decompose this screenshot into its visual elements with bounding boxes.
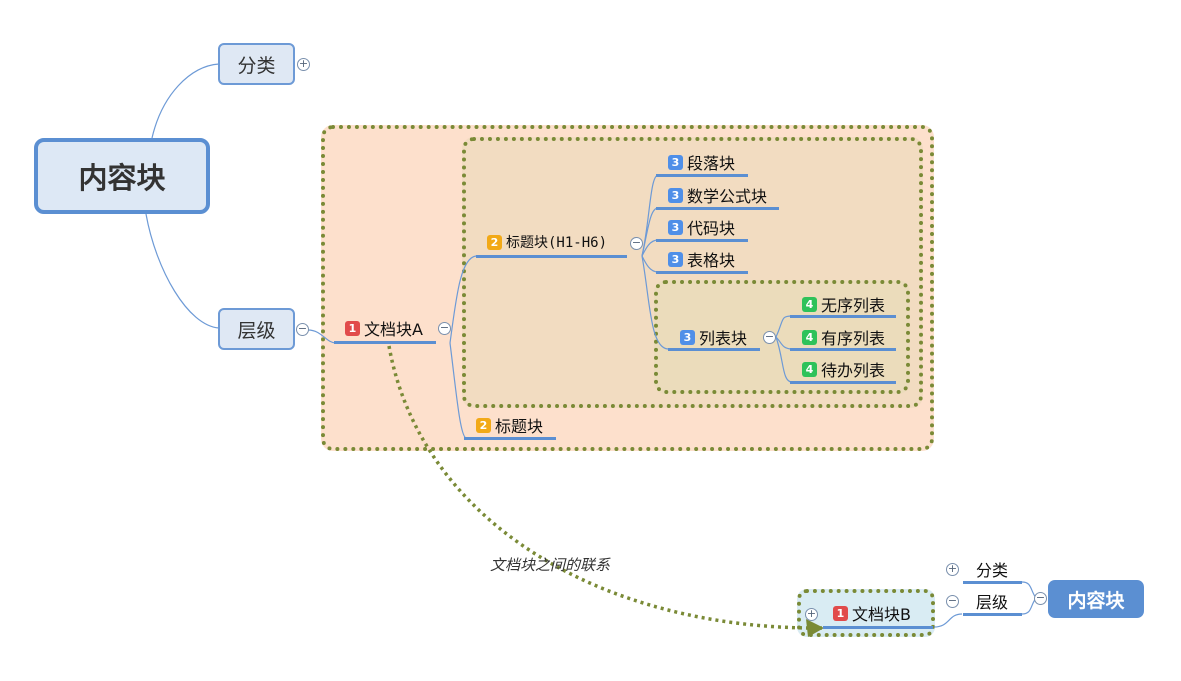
paragraph-block-label: 段落块: [687, 154, 736, 173]
priority-1-icon: 1: [345, 320, 360, 336]
unordered-list-topic[interactable]: 4 无序列表: [802, 292, 885, 316]
todo-list-topic[interactable]: 4 待办列表: [802, 357, 885, 381]
priority-3-icon: 3: [668, 219, 683, 235]
ordered-list-topic[interactable]: 4 有序列表: [802, 325, 885, 349]
mini-hierarchy-topic[interactable]: 层级: [976, 589, 1008, 613]
ordered-list-underline: [790, 348, 896, 351]
doc-a-collapse-icon[interactable]: −: [438, 321, 451, 335]
priority-3-icon: 3: [668, 187, 683, 203]
priority-3-icon: 3: [668, 154, 683, 170]
code-block-underline: [656, 239, 748, 242]
hierarchy-topic-label: 层级: [237, 319, 276, 342]
table-block-underline: [656, 271, 748, 274]
hierarchy-collapse-icon[interactable]: −: [296, 322, 309, 336]
category-topic-label: 分类: [237, 54, 276, 77]
unordered-list-underline: [790, 315, 896, 318]
mini-category-underline: [963, 581, 1022, 584]
heading-h-topic[interactable]: 2 标题块(H1-H6): [487, 230, 607, 254]
mini-category-topic[interactable]: 分类: [976, 557, 1008, 581]
paragraph-block-topic[interactable]: 3 段落块: [668, 150, 735, 174]
code-block-topic[interactable]: 3 代码块: [668, 215, 735, 239]
mini-category-expand-icon[interactable]: +: [946, 562, 959, 576]
mini-hierarchy-underline: [963, 613, 1022, 616]
list-block-underline: [668, 348, 760, 351]
math-block-topic[interactable]: 3 数学公式块: [668, 183, 767, 207]
connector-mini-docb: [933, 613, 963, 628]
priority-3-icon: 3: [668, 251, 683, 267]
hierarchy-topic[interactable]: 层级: [218, 308, 295, 350]
doc-b-expand-icon[interactable]: +: [805, 607, 818, 621]
connector-root-category: [151, 63, 220, 139]
heading-underline: [464, 437, 556, 440]
category-topic[interactable]: 分类: [218, 43, 295, 85]
priority-4-icon: 4: [802, 329, 817, 345]
heading-h-underline: [476, 255, 627, 258]
todo-list-underline: [790, 381, 896, 384]
mini-root-topic[interactable]: 内容块: [1048, 580, 1144, 618]
priority-3-icon: 3: [680, 329, 695, 345]
root-topic-label: 内容块: [78, 161, 166, 195]
doc-b-label: 文档块B: [852, 605, 911, 624]
math-block-underline: [656, 207, 779, 210]
mini-root-collapse-icon[interactable]: −: [1034, 591, 1047, 605]
math-block-label: 数学公式块: [687, 187, 768, 206]
paragraph-block-underline: [656, 174, 748, 177]
table-block-topic[interactable]: 3 表格块: [668, 247, 735, 271]
doc-b-topic[interactable]: 1 文档块B: [833, 601, 911, 625]
heading-h-collapse-icon[interactable]: −: [630, 236, 643, 250]
heading-h-label: 标题块(H1-H6): [506, 235, 608, 251]
code-block-label: 代码块: [687, 219, 736, 238]
priority-4-icon: 4: [802, 361, 817, 377]
list-block-label: 列表块: [699, 329, 748, 348]
mini-hierarchy-label: 层级: [976, 593, 1009, 612]
mini-hierarchy-collapse-icon[interactable]: −: [946, 594, 959, 608]
priority-2-icon: 2: [476, 417, 491, 433]
unordered-list-label: 无序列表: [821, 296, 886, 315]
mini-root-label: 内容块: [1067, 589, 1125, 612]
doc-a-topic[interactable]: 1 文档块A: [345, 316, 423, 340]
ordered-list-label: 有序列表: [821, 329, 886, 348]
priority-4-icon: 4: [802, 296, 817, 312]
connector-root-hierarchy: [145, 213, 220, 329]
table-block-label: 表格块: [687, 251, 736, 270]
heading-label: 标题块: [495, 417, 544, 436]
doc-a-label: 文档块A: [364, 320, 423, 339]
todo-list-label: 待办列表: [821, 361, 886, 380]
root-topic[interactable]: 内容块: [34, 138, 210, 214]
doc-b-underline: [823, 626, 933, 629]
list-block-topic[interactable]: 3 列表块: [680, 325, 747, 349]
priority-2-icon: 2: [487, 234, 502, 250]
priority-1-icon: 1: [833, 605, 848, 621]
doc-a-underline: [334, 341, 436, 344]
heading-topic[interactable]: 2 标题块: [476, 413, 543, 437]
mini-category-label: 分类: [976, 561, 1009, 580]
list-block-collapse-icon[interactable]: −: [763, 330, 776, 344]
category-expand-icon[interactable]: +: [297, 57, 310, 71]
relationship-label[interactable]: 文档块之间的联系: [490, 556, 611, 574]
